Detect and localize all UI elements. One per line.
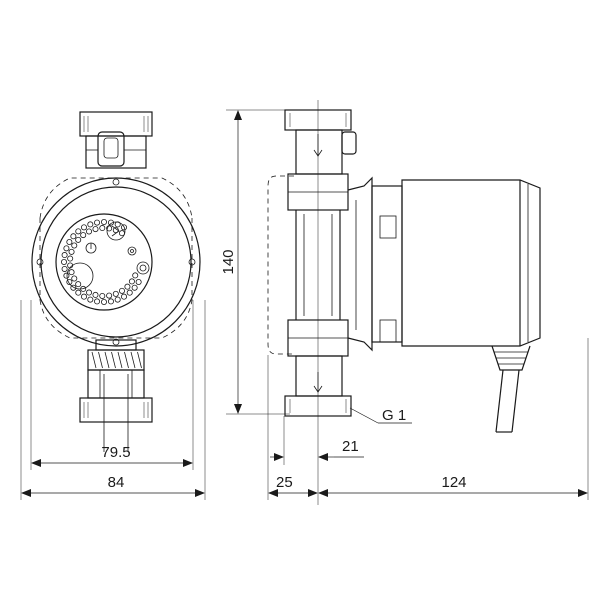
led-dot (94, 298, 101, 305)
led-dot (101, 218, 108, 225)
led-dot (107, 298, 114, 305)
gland-fin (130, 351, 136, 369)
settings-gear-icon (127, 246, 137, 256)
led-dot (118, 287, 125, 294)
led-dot (61, 258, 68, 265)
led-dot (92, 291, 99, 298)
dial-icon (136, 261, 150, 275)
front-bottom-connection (79, 339, 153, 452)
led-dot (132, 272, 139, 279)
led-dot (70, 284, 77, 291)
thread-callout: G 1 (349, 407, 412, 424)
dim-label-21: 21 (342, 438, 359, 455)
side-motor (401, 179, 541, 347)
height-dimension: 140 (220, 109, 290, 415)
led-dot (61, 265, 68, 272)
side-cable (491, 345, 531, 433)
led-dot (87, 296, 94, 303)
side-dimension-25: 25 (267, 355, 318, 500)
dim-label-25: 25 (276, 474, 293, 491)
front-housing-outline (39, 177, 193, 339)
led-dot (66, 238, 73, 245)
dim-label-84: 84 (108, 474, 125, 491)
side-view: G 1 21 25 124 (267, 100, 589, 505)
led-dot (99, 292, 106, 299)
led-dot (86, 289, 93, 296)
led-dot (75, 228, 82, 235)
gland-fin (104, 351, 110, 369)
led-dot (61, 252, 68, 259)
front-view: 79.5 84 (20, 111, 206, 500)
led-dot (87, 221, 94, 228)
led-dot (63, 245, 70, 252)
front-top-connection (79, 111, 153, 169)
led-dot (81, 293, 88, 300)
led-dot (75, 281, 82, 288)
led-ring (61, 218, 142, 305)
dim-label-79-5: 79.5 (101, 444, 130, 461)
led-dot (63, 272, 70, 279)
led-dot (112, 290, 119, 297)
led-dot (101, 298, 108, 305)
front-control-panel (55, 213, 153, 311)
led-dot (131, 284, 138, 291)
gland-fin (98, 351, 103, 369)
led-dot (68, 269, 75, 276)
led-dot (81, 224, 88, 231)
gland-fin (91, 351, 97, 369)
led-dot (99, 225, 106, 232)
front-dimension-79-5: 79.5 (30, 300, 194, 470)
led-dot (124, 283, 131, 290)
led-dot (114, 296, 121, 303)
front-motor-housing (31, 177, 201, 347)
dim-label-140: 140 (220, 249, 237, 274)
thread-label: G 1 (382, 407, 406, 424)
led-dot (75, 236, 82, 243)
front-dimension-84: 84 (20, 300, 206, 500)
led-dot (126, 289, 133, 296)
cable-gland-fins (91, 351, 142, 369)
led-dot (70, 233, 77, 240)
led-dot (135, 278, 142, 285)
led-dot (92, 226, 99, 233)
led-dot (86, 228, 93, 235)
led-dot (75, 289, 82, 296)
dim-label-124: 124 (441, 474, 466, 491)
led-dot (80, 232, 87, 239)
led-dot (128, 278, 135, 285)
side-pump-body (267, 109, 403, 417)
chevron-icon (106, 221, 126, 241)
led-dot (121, 293, 128, 300)
side-dimension-124: 124 (318, 338, 589, 500)
gland-fin (124, 351, 129, 369)
led-dot (67, 255, 74, 262)
led-dot (71, 275, 78, 282)
led-dot (106, 292, 113, 299)
led-dot (66, 278, 73, 285)
led-dot (121, 224, 128, 231)
power-icon (85, 242, 97, 254)
gland-fin (117, 351, 123, 369)
led-dot (94, 219, 101, 226)
led-dot (106, 225, 113, 232)
side-dimension-21: 21 (270, 416, 364, 465)
led-dot (68, 248, 75, 255)
led-dot (71, 242, 78, 249)
gland-fin (137, 351, 142, 369)
gland-fin (111, 351, 116, 369)
